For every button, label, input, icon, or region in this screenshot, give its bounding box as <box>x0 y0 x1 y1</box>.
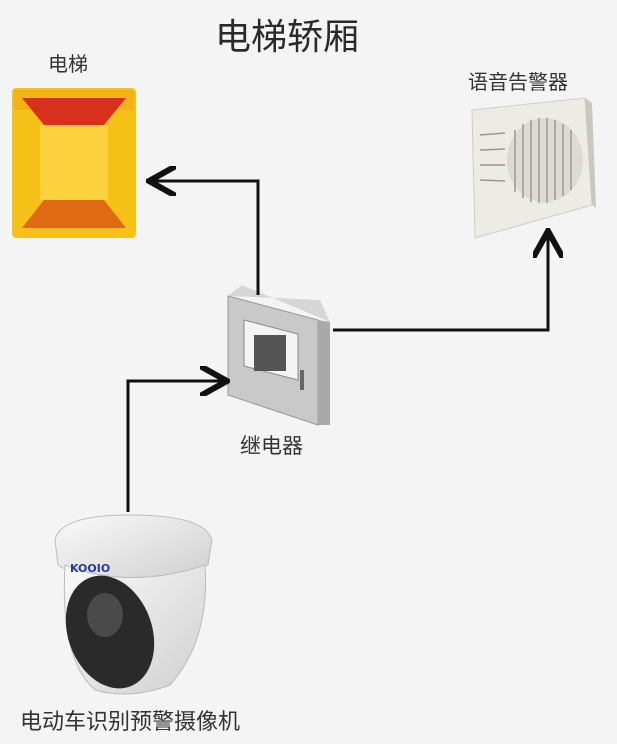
edge-relay-to-elevator <box>152 181 260 295</box>
camera-logo: KOOIO <box>70 562 110 575</box>
relay-image <box>227 285 330 426</box>
camera-label: 电动车识别预警摄像机 <box>20 710 241 735</box>
edge-relay-to-speaker <box>333 234 548 332</box>
speaker-image <box>471 97 596 239</box>
edge-camera-to-relay <box>126 381 224 512</box>
camera-image: KOOIO <box>54 514 213 695</box>
elevator-image <box>12 88 136 238</box>
relay-label: 继电器 <box>240 434 303 458</box>
diagram-title: 电梯轿厢 <box>215 17 360 58</box>
speaker-label: 语音告警器 <box>468 70 568 94</box>
elevator-label: 电梯 <box>48 52 88 76</box>
